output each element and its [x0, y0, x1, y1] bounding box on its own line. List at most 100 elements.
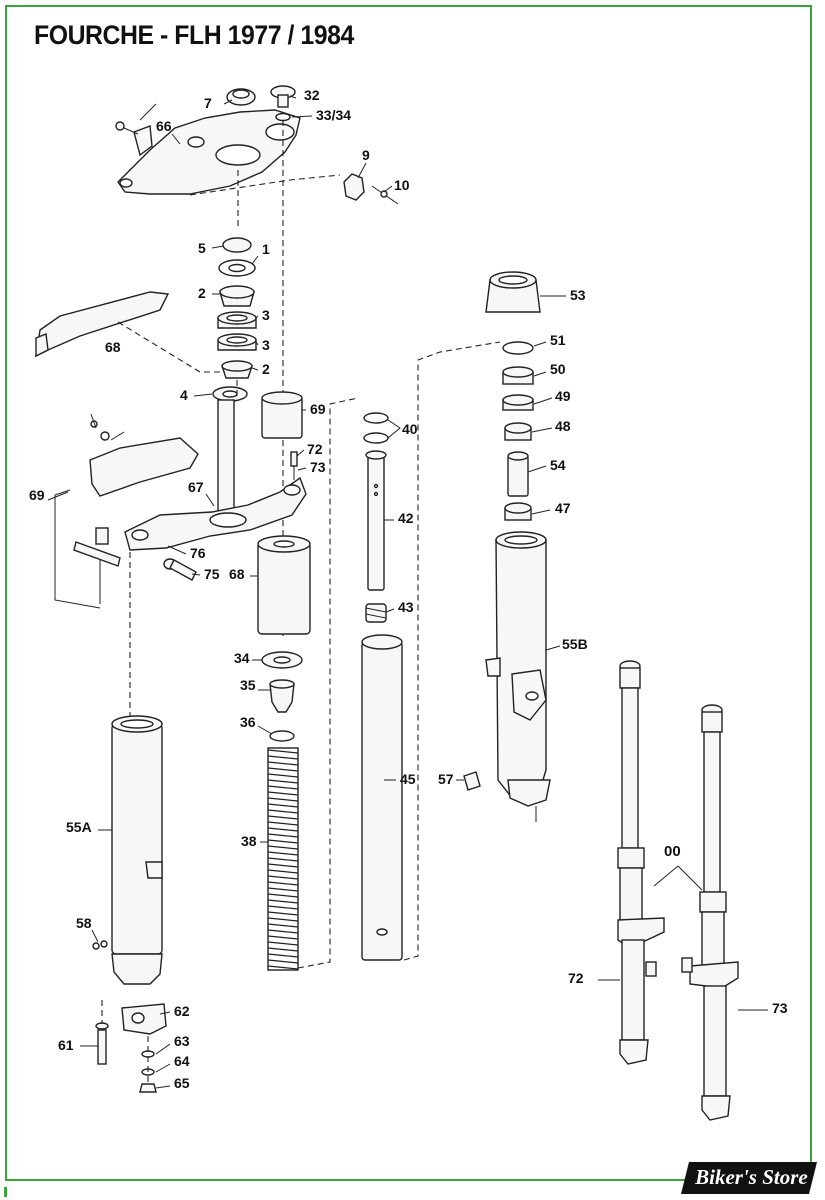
leader-line-9 — [357, 162, 367, 179]
part-label-33-34: 33/34 — [316, 107, 351, 123]
part-label-58: 58 — [76, 915, 92, 931]
leader-line-69b — [47, 491, 69, 501]
part-label-51: 51 — [550, 332, 566, 348]
part-label-38: 38 — [241, 833, 257, 849]
leader-line-72a — [296, 449, 305, 457]
part-label-69a: 69 — [310, 401, 326, 417]
part-label-69b: 69 — [29, 487, 45, 503]
part-label-40: 40 — [402, 421, 418, 437]
leader-line-62 — [159, 1011, 171, 1015]
part-label-66: 66 — [156, 118, 172, 134]
part-label-64: 64 — [174, 1053, 190, 1069]
part-label-3a: 3 — [262, 307, 270, 323]
fork-assembly-73 — [681, 704, 739, 1121]
leader-line-40 — [387, 419, 401, 439]
top-clamp-66 — [117, 109, 301, 195]
store-watermark: Biker's Store — [681, 1162, 817, 1194]
bolt-pair-top-left — [115, 103, 157, 135]
part-label-43: 43 — [398, 599, 414, 615]
spring-seat-35 — [269, 679, 295, 713]
part-label-42: 42 — [398, 510, 414, 526]
part-label-45: 45 — [400, 771, 416, 787]
damper-tube-42 — [365, 450, 387, 591]
part-label-73a: 73 — [310, 459, 326, 475]
leader-line-49 — [533, 397, 553, 405]
part-label-67: 67 — [188, 479, 204, 495]
bushing-47 — [504, 502, 532, 521]
leader-line-48 — [531, 427, 553, 433]
leader-line-73a — [297, 467, 307, 471]
leader-line-66 — [171, 133, 181, 145]
part-label-61: 61 — [58, 1037, 74, 1053]
fork-tube-45 — [361, 634, 403, 961]
part-label-36: 36 — [240, 714, 256, 730]
part-label-63: 63 — [174, 1033, 190, 1049]
leader-line-3a — [255, 315, 259, 319]
spring-38 — [267, 747, 299, 971]
leader-line-51 — [533, 341, 547, 347]
bolt-76 — [73, 527, 121, 567]
part-label-57: 57 — [438, 771, 454, 787]
part-label-7: 7 — [204, 95, 212, 111]
cover-53 — [485, 271, 541, 313]
washer-33-34 — [275, 112, 291, 122]
plug-57 — [463, 771, 481, 791]
part-label-2a: 2 — [198, 285, 206, 301]
bolt-32 — [270, 85, 296, 108]
leader-line-63 — [155, 1043, 171, 1055]
bushing-48 — [504, 422, 532, 441]
part-label-2b: 2 — [262, 361, 270, 377]
leader-line-1 — [251, 255, 259, 265]
leader-line-5 — [211, 245, 225, 249]
slider-55B — [485, 531, 551, 822]
leader-line-50 — [533, 371, 547, 377]
part-label-00: 00 — [664, 843, 681, 860]
nut-65 — [139, 1083, 157, 1093]
part-label-1: 1 — [262, 241, 270, 257]
part-label-72a: 72 — [307, 441, 323, 457]
clip-9 — [343, 173, 365, 201]
fork-cover-69-left — [54, 437, 199, 609]
ring-40a — [363, 412, 389, 424]
nut-7 — [226, 88, 256, 106]
ring-40b — [363, 432, 389, 444]
ring-49 — [502, 394, 534, 411]
frame-corner-mark — [4, 1187, 7, 1197]
part-label-34: 34 — [234, 650, 250, 666]
part-label-65: 65 — [174, 1075, 190, 1091]
leader-line-67 — [205, 493, 215, 507]
part-label-48: 48 — [555, 418, 571, 434]
part-label-62: 62 — [174, 1003, 190, 1019]
ring-51 — [502, 341, 534, 355]
part-label-4: 4 — [180, 387, 188, 403]
part-label-55B: 55B — [562, 636, 588, 652]
part-label-68a: 68 — [105, 339, 121, 355]
part-label-55A: 55A — [66, 819, 92, 835]
leader-line-36 — [257, 725, 273, 735]
slider-55A — [111, 715, 163, 985]
leader-line-47 — [531, 509, 551, 515]
screw-58 — [92, 940, 108, 950]
leader-line-65 — [155, 1085, 171, 1089]
part-label-76: 76 — [190, 545, 206, 561]
part-label-73b: 73 — [772, 1000, 788, 1016]
bolt-75 — [163, 558, 197, 581]
lower-clamp-67 — [124, 399, 307, 551]
part-label-68b: 68 — [229, 566, 245, 582]
fork-cover-69-upper — [261, 391, 303, 439]
watermark-text: Biker's Store — [695, 1165, 808, 1189]
page-title: FOURCHE - FLH 1977 / 1984 — [34, 20, 354, 50]
leader-line-2b — [251, 367, 259, 371]
leader-line-3b — [255, 341, 259, 346]
stud-61 — [95, 1022, 109, 1065]
seal-50 — [502, 366, 534, 385]
screw-72-73 — [290, 451, 298, 480]
screw-10 — [371, 185, 399, 205]
diagram-frame — [5, 5, 812, 1181]
leader-line-58 — [91, 929, 99, 943]
fork-cover-68-lower — [257, 535, 311, 635]
leader-line-64 — [155, 1063, 171, 1073]
part-label-72b: 72 — [568, 970, 584, 986]
part-label-75: 75 — [204, 566, 220, 582]
